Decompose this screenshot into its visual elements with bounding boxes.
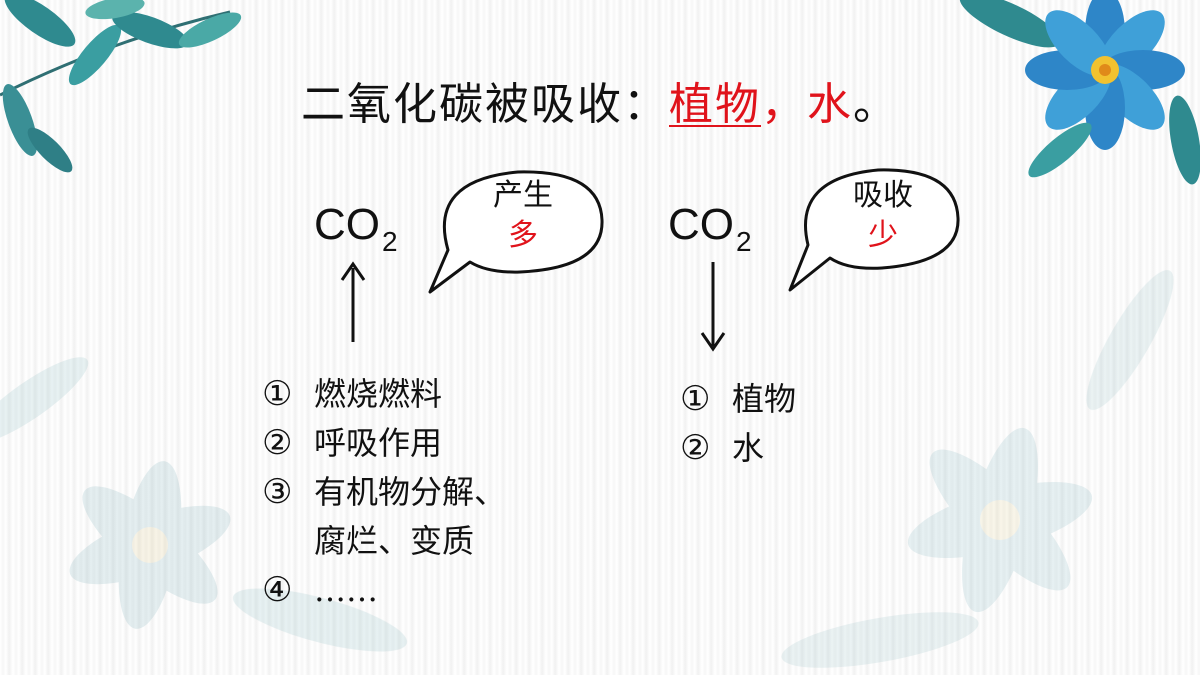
- item-text: 呼吸作用: [314, 424, 443, 462]
- co2-subscript: 2: [736, 226, 752, 257]
- item-number: ①: [262, 374, 293, 414]
- faded-flower-icon: [0, 357, 408, 652]
- item-text: 腐烂、变质: [314, 522, 475, 560]
- bubble-line-less: 少: [868, 218, 898, 253]
- title-prefix: 二氧化碳被吸收：: [301, 79, 669, 130]
- item-number: ①: [680, 379, 711, 419]
- item-number: ②: [262, 423, 293, 463]
- list-item: 腐烂、变质: [262, 517, 506, 566]
- left-source-list: ① 燃烧燃料 ② 呼吸作用 ③ 有机物分解、 腐烂、变质 ④ ……: [262, 370, 506, 615]
- item-text: 燃烧燃料: [314, 375, 443, 413]
- bubble-line-more: 多: [508, 218, 538, 253]
- right-co2-label: CO2: [668, 200, 752, 257]
- list-item: ① 燃烧燃料: [262, 370, 506, 419]
- item-text: ……: [314, 571, 378, 609]
- item-number: ④: [262, 570, 293, 610]
- blue-flower-icon: [959, 0, 1200, 185]
- co2-subscript: 2: [382, 226, 398, 257]
- title-comma: ，: [761, 79, 807, 130]
- right-bubble-text: 吸收 少: [838, 176, 928, 256]
- co2-main: CO: [314, 200, 380, 249]
- bubble-line-absorb: 吸收: [853, 178, 913, 213]
- item-text: 植物: [732, 380, 797, 418]
- title-highlight-water: 水: [807, 79, 853, 130]
- bubble-line-produce: 产生: [493, 178, 553, 213]
- slide-title: 二氧化碳被吸收：植物，水。: [0, 68, 1200, 132]
- list-item: ② 呼吸作用: [262, 419, 506, 468]
- item-text: 有机物分解、: [314, 473, 507, 511]
- item-number: ③: [262, 472, 293, 512]
- list-item: ③ 有机物分解、: [262, 468, 506, 517]
- leaf-branch-icon: [0, 0, 242, 173]
- speech-bubble-icon: [428, 170, 604, 294]
- left-co2-label: CO2: [314, 200, 398, 257]
- speech-bubble-icon: [788, 168, 960, 292]
- arrow-down-icon: [700, 262, 726, 352]
- list-item: ① 植物: [680, 375, 796, 424]
- list-item: ④ ……: [262, 566, 506, 615]
- title-period: 。: [853, 79, 899, 130]
- item-text: 水: [732, 429, 765, 467]
- faded-flower-icon: [781, 270, 1174, 668]
- co2-main: CO: [668, 200, 734, 249]
- title-highlight-plant: 植物: [669, 79, 761, 130]
- left-bubble-text: 产生 多: [478, 176, 568, 256]
- item-number: ②: [680, 428, 711, 468]
- arrow-up-icon: [340, 261, 366, 342]
